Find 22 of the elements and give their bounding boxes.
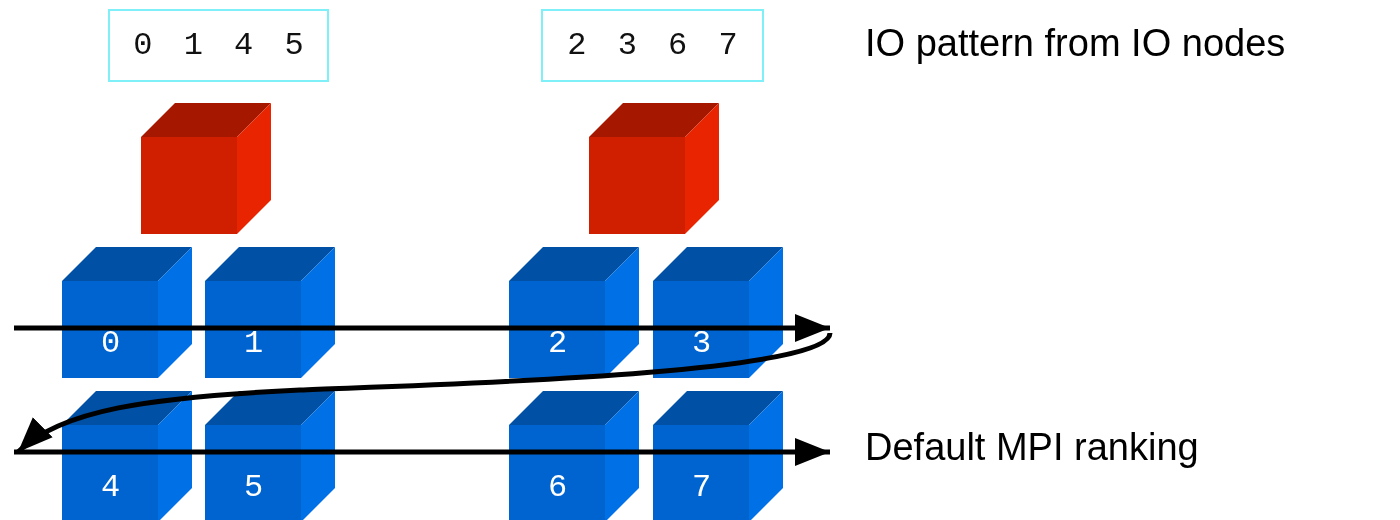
compute-node-cube <box>509 247 639 378</box>
note-text: Default MPI ranking <box>865 426 1199 469</box>
rank-number: 2 <box>548 328 568 360</box>
compute-node-cube <box>205 391 335 520</box>
rank-number: 1 <box>244 328 264 360</box>
note-text: IO pattern from IO nodes <box>865 22 1286 65</box>
compute-node-cube <box>62 247 192 378</box>
compute-node-cube <box>653 391 783 520</box>
io-node-cube <box>141 103 271 234</box>
rank-number: 4 <box>101 472 121 504</box>
compute-node-cube <box>653 247 783 378</box>
compute-node-cube <box>509 391 639 520</box>
rank-number: 5 <box>244 472 264 504</box>
io-pattern-box: 2 3 6 7 <box>541 9 764 82</box>
compute-node-cube <box>205 247 335 378</box>
rank-number: 3 <box>692 328 712 360</box>
rank-number: 6 <box>548 472 568 504</box>
io-node-cube <box>589 103 719 234</box>
rank-number: 0 <box>101 328 121 360</box>
compute-node-cube <box>62 391 192 520</box>
rank-number: 7 <box>692 472 712 504</box>
io-pattern-box: 0 1 4 5 <box>108 9 329 82</box>
